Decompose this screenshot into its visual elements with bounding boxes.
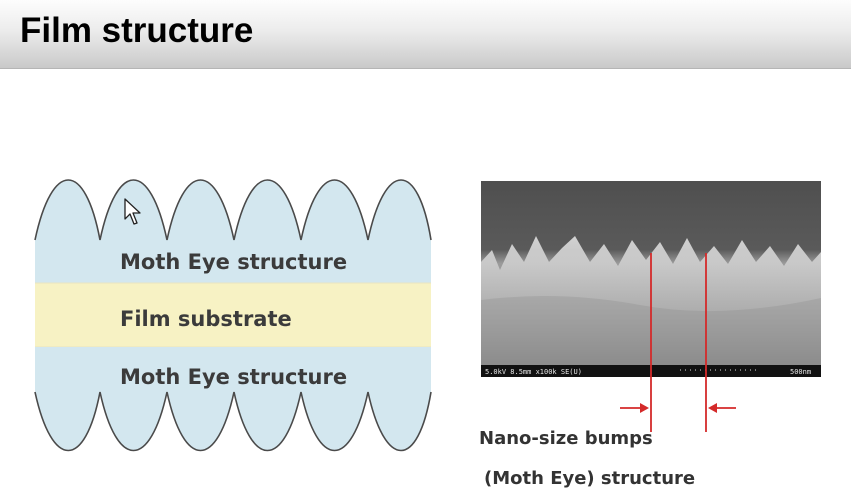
sem-info-text: 5.0kV 8.5mm x100k SE(U) [485,368,582,376]
caption-line-2: (Moth Eye) structure [484,468,696,489]
top-moth-eye-outline [34,179,432,241]
page-title: Film structure [20,11,254,50]
layer-label-substrate: Film substrate [120,307,292,331]
sem-scale-text: 500nm [790,368,811,376]
caption-line-1: Nano-size bumps [479,428,653,449]
top-moth-eye-layer [35,180,431,283]
arrow-right-icon [620,403,649,413]
bottom-moth-eye-outline [34,391,432,452]
layer-label-top: Moth Eye structure [120,250,347,274]
film-substrate-layer [35,283,431,347]
header-bar: Film structure [0,0,851,69]
layer-label-bottom: Moth Eye structure [120,365,347,389]
mouse-pointer-icon [124,198,141,225]
bottom-moth-eye-layer [35,347,431,451]
arrow-left-icon [708,403,736,413]
